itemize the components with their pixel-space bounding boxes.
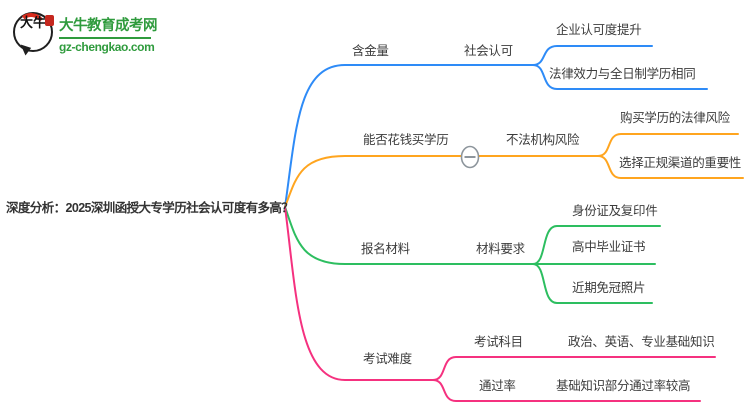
- branch-quality-lines: [284, 45, 708, 208]
- node-social-recognition[interactable]: 社会认可: [464, 44, 513, 58]
- node-registration-materials[interactable]: 报名材料: [361, 242, 410, 256]
- node-buy-degree[interactable]: 能否花钱买学历: [363, 133, 449, 147]
- branch-quality-leaf1-line: [532, 45, 653, 66]
- site-logo: 大牛 大牛教育成考网 gz-chengkao.com: [13, 9, 158, 57]
- collapse-button[interactable]: [460, 145, 480, 169]
- branch-buy-leaf2-line: [597, 155, 744, 179]
- leaf-formal-channel[interactable]: 选择正规渠道的重要性: [619, 156, 742, 170]
- leaf-legal-effect[interactable]: 法律效力与全日制学历相同: [549, 67, 696, 81]
- node-exam-difficulty[interactable]: 考试难度: [363, 352, 412, 366]
- logo-divider: [59, 37, 151, 39]
- branch-buy-leaf1-line: [597, 133, 739, 157]
- branch-materials-leaf3-line: [532, 263, 653, 304]
- branch-materials-leaf1-line: [532, 225, 661, 265]
- leaf-subject-list[interactable]: 政治、英语、专业基础知识: [568, 335, 715, 349]
- leaf-id-card[interactable]: 身份证及复印件: [572, 204, 658, 218]
- root-topic[interactable]: 深度分析：2025深圳函授大专学历社会认可度有多高？: [6, 201, 294, 215]
- node-exam-subjects[interactable]: 考试科目: [474, 335, 523, 349]
- logo-seal-icon: [45, 15, 54, 26]
- branch-quality-leaf2-line: [532, 64, 708, 90]
- branch-difficulty-main-line: [284, 206, 434, 381]
- logo-bubble-icon: 大牛: [13, 11, 54, 57]
- leaf-legal-risk[interactable]: 购买学历的法律风险: [620, 111, 730, 125]
- node-quality[interactable]: 含金量: [352, 44, 389, 58]
- leaf-photo[interactable]: 近期免冠照片: [572, 281, 646, 295]
- leaf-pass-rate-note[interactable]: 基础知识部分通过率较高: [556, 379, 691, 393]
- branch-materials-main-line: [284, 206, 656, 265]
- node-illegal-risk[interactable]: 不法机构风险: [506, 133, 580, 147]
- node-material-requirements[interactable]: 材料要求: [476, 242, 525, 256]
- leaf-diploma[interactable]: 高中毕业证书: [572, 240, 646, 254]
- site-url: gz-chengkao.com: [59, 40, 155, 54]
- branch-buy-main-line: [284, 155, 599, 208]
- branch-difficulty-sub2-line: [432, 379, 701, 402]
- branch-difficulty-sub1-line: [432, 356, 716, 381]
- logo-badge-text: 大牛: [19, 16, 46, 31]
- leaf-enterprise-recognition[interactable]: 企业认可度提升: [556, 23, 642, 37]
- branch-quality-main-line: [284, 64, 534, 208]
- branch-difficulty-lines: [284, 206, 716, 402]
- branch-materials-lines: [284, 206, 661, 304]
- logo-text-block: 大牛教育成考网 gz-chengkao.com: [59, 9, 158, 54]
- node-pass-rate[interactable]: 通过率: [479, 379, 516, 393]
- site-name: 大牛教育成考网: [59, 18, 158, 34]
- branch-buy-lines: [284, 133, 744, 208]
